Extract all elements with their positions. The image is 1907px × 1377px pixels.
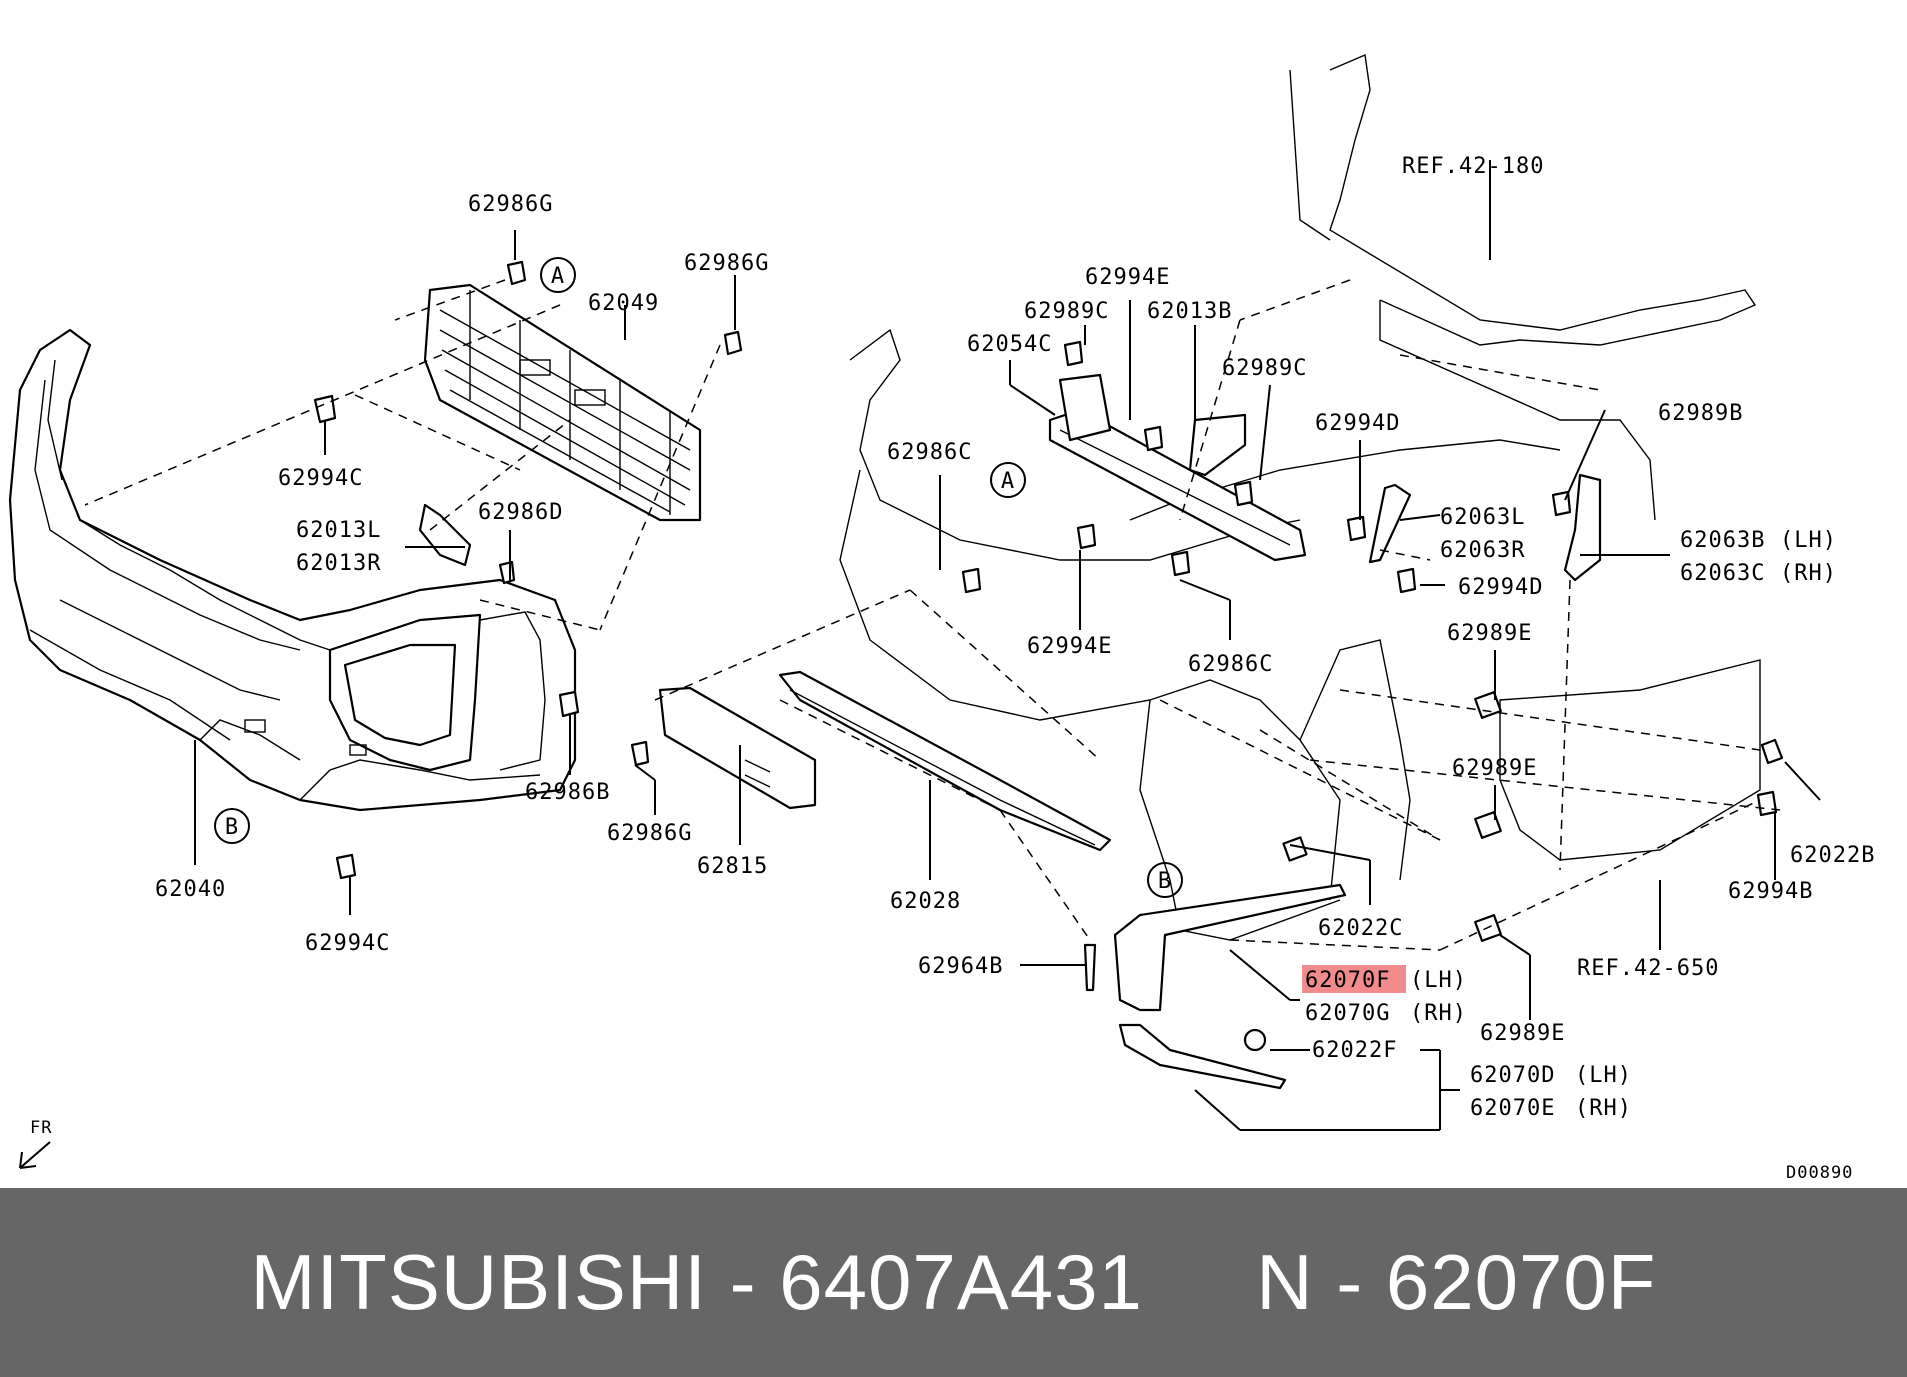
label-62022B: 62022B bbox=[1790, 843, 1875, 868]
garnish-62070F-drawing bbox=[1113, 883, 1347, 1012]
label-62028: 62028 bbox=[890, 889, 961, 914]
label-62994E-b: 62994E bbox=[1027, 634, 1112, 659]
label-62989B: 62989B bbox=[1658, 401, 1743, 426]
label-62994D-a: 62994D bbox=[1315, 411, 1400, 436]
label-62063C-side: (RH) bbox=[1780, 561, 1837, 586]
marker-A2-label: A bbox=[1001, 469, 1015, 494]
marker-A1: A bbox=[540, 257, 576, 293]
stay-62063B-drawing bbox=[1563, 473, 1602, 582]
label-62994B: 62994B bbox=[1728, 879, 1813, 904]
label-62063R: 62063R bbox=[1440, 538, 1525, 563]
label-ref-42-180: REF.42-180 bbox=[1402, 154, 1544, 179]
marker-B1-label: B bbox=[225, 815, 239, 840]
label-62070G-side: (RH) bbox=[1410, 1001, 1467, 1026]
label-62013B: 62013B bbox=[1147, 299, 1232, 324]
marker-B2-label: B bbox=[1158, 869, 1172, 894]
label-62989C-b: 62989C bbox=[1222, 356, 1307, 381]
small-parts-left bbox=[313, 260, 743, 880]
label-62989E-b: 62989E bbox=[1452, 756, 1537, 781]
bracket-62013B-drawing bbox=[1188, 413, 1247, 477]
label-62989C-a: 62989C bbox=[1024, 299, 1109, 324]
footer-banner: MITSUBISHI - 6407A431 N - 62070F bbox=[0, 1188, 1907, 1377]
label-62013R: 62013R bbox=[296, 551, 381, 576]
highlight-62070F bbox=[1302, 965, 1406, 993]
label-62815: 62815 bbox=[697, 854, 768, 879]
label-62070F-side: (LH) bbox=[1410, 968, 1467, 993]
label-62986C-a: 62986C bbox=[887, 440, 972, 465]
pin-62964B-drawing bbox=[1083, 943, 1097, 992]
front-direction-label: FR bbox=[30, 1118, 52, 1138]
plate-62815-drawing bbox=[658, 686, 817, 810]
label-ref-42-650: REF.42-650 bbox=[1577, 956, 1719, 981]
parts-diagram-drawing: A A B B 62986G 62986G 62049 62994C 62013… bbox=[8, 53, 1875, 1183]
bumper-face-62040-drawing bbox=[8, 328, 577, 812]
label-62986D: 62986D bbox=[478, 500, 563, 525]
label-62063B: 62063B bbox=[1680, 528, 1765, 553]
lower-grille-62028-drawing bbox=[778, 670, 1112, 852]
label-62986C-b: 62986C bbox=[1188, 652, 1273, 677]
front-arrow-icon bbox=[19, 1141, 51, 1169]
label-62986G-b: 62986G bbox=[684, 251, 769, 276]
dashed-guides bbox=[84, 279, 1781, 951]
label-62994C-b: 62994C bbox=[305, 931, 390, 956]
grille-62049-drawing bbox=[423, 283, 702, 522]
marker-B2: B bbox=[1147, 862, 1183, 898]
leader-lines bbox=[194, 160, 1821, 1131]
label-62063B-side: (LH) bbox=[1780, 528, 1837, 553]
label-62049: 62049 bbox=[588, 291, 659, 316]
marker-A2: A bbox=[990, 462, 1026, 498]
label-62964B: 62964B bbox=[918, 954, 1003, 979]
body-outline-drawing bbox=[839, 53, 1761, 941]
label-62013L: 62013L bbox=[296, 518, 381, 543]
label-62994E-a: 62994E bbox=[1085, 265, 1170, 290]
label-62989E-a: 62989E bbox=[1447, 621, 1532, 646]
label-62070G: 62070G bbox=[1305, 1001, 1390, 1026]
label-62070E: 62070E bbox=[1470, 1096, 1555, 1121]
label-62986G-a: 62986G bbox=[468, 192, 553, 217]
diagram-code: D00890 bbox=[1786, 1163, 1853, 1183]
label-62986B: 62986B bbox=[525, 780, 610, 805]
front-direction-indicator: FR bbox=[19, 1118, 52, 1169]
label-62994C-a: 62994C bbox=[278, 466, 363, 491]
label-62070E-side: (RH) bbox=[1575, 1096, 1632, 1121]
label-62986G-c: 62986G bbox=[607, 821, 692, 846]
label-62022F: 62022F bbox=[1312, 1038, 1397, 1063]
plate-62815-slots bbox=[744, 759, 771, 788]
callout-labels: 62986G 62986G 62049 62994C 62013L 62013R… bbox=[155, 154, 1875, 1121]
stay-62063L-drawing bbox=[1368, 483, 1412, 564]
marker-A1-label: A bbox=[551, 264, 565, 289]
garnish-62070D-drawing bbox=[1118, 1023, 1287, 1090]
label-62070F: 62070F bbox=[1305, 968, 1390, 993]
label-62063L: 62063L bbox=[1440, 505, 1525, 530]
label-62070D: 62070D bbox=[1470, 1063, 1555, 1088]
label-62054C: 62054C bbox=[967, 332, 1052, 357]
footer-part-number-text: MITSUBISHI - 6407A431 N - 62070F bbox=[250, 1238, 1657, 1326]
bracket-62989C-drawing bbox=[1058, 373, 1112, 442]
label-62063C: 62063C bbox=[1680, 561, 1765, 586]
label-62070D-side: (LH) bbox=[1575, 1063, 1632, 1088]
label-62989E-c: 62989E bbox=[1480, 1021, 1565, 1046]
label-62040: 62040 bbox=[155, 877, 226, 902]
parts-diagram: A A B B 62986G 62986G 62049 62994C 62013… bbox=[8, 53, 1875, 1183]
label-62994D-b: 62994D bbox=[1458, 575, 1543, 600]
label-62022C: 62022C bbox=[1318, 916, 1403, 941]
marker-B1: B bbox=[214, 808, 250, 844]
